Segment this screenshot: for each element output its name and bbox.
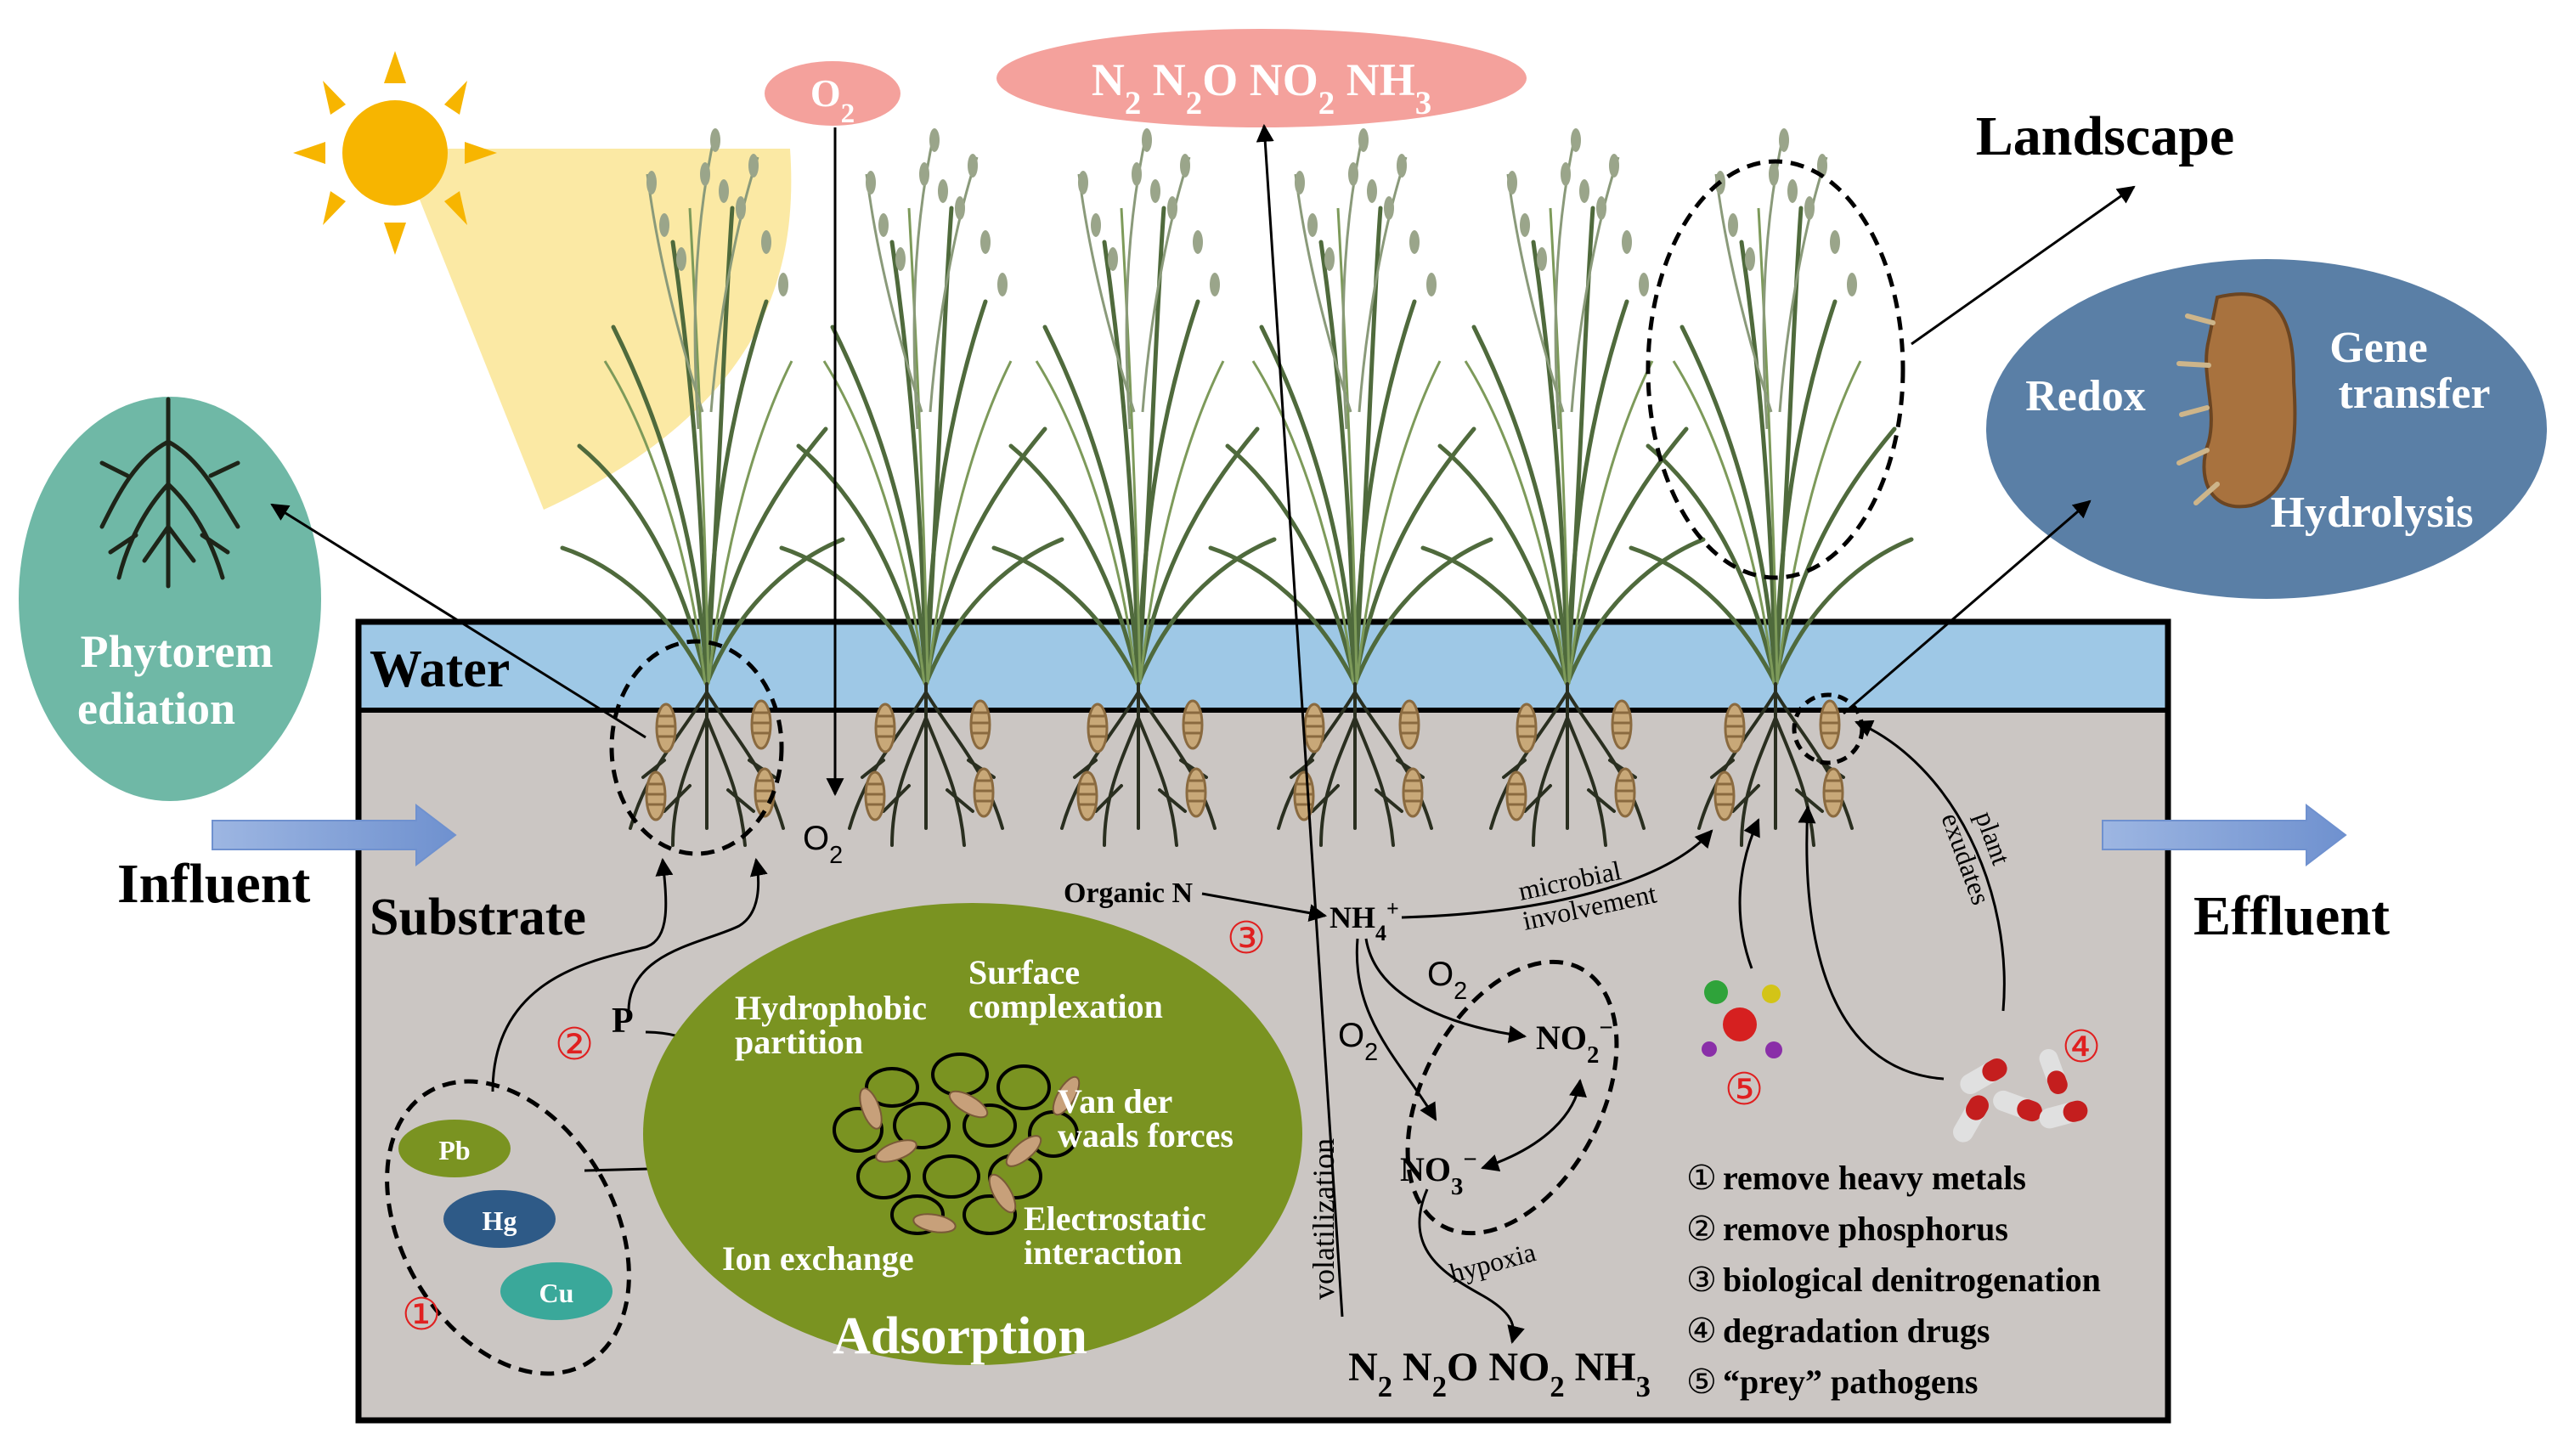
gene-transfer-label-1: Gene (2329, 324, 2428, 372)
phytoremediation-label-2: ediation (77, 683, 235, 734)
arrow-to-microbe (1843, 499, 2092, 715)
ion-exchange-label: Ion exchange (722, 1239, 914, 1278)
o2-bubble-label: O2 (810, 71, 855, 129)
surface-label-2: complexation (968, 987, 1163, 1025)
adsorption-circle (643, 903, 1302, 1365)
bacteria-particles (859, 1075, 1081, 1233)
gene-transfer-label-2: transfer (2338, 370, 2490, 418)
arrow-volatilization-up (1256, 123, 1344, 1318)
electrostatic-label-2: interaction (1024, 1233, 1183, 1272)
pathogen-icons (1702, 980, 1782, 1058)
pb-ion (398, 1120, 511, 1177)
nitrogen-cycle-highlight (1405, 959, 1619, 1236)
pb-label: Pb (438, 1135, 470, 1165)
phosphorus-label: P (612, 1002, 634, 1041)
phytoremediation-bubble (19, 397, 321, 801)
microbe-icon (2176, 292, 2297, 509)
legend-item: biological denitrogenation (1723, 1261, 2101, 1299)
tank-outline (355, 618, 2171, 1424)
adsorption-title: Adsorption (833, 1307, 1087, 1365)
redox-label: Redox (2025, 372, 2146, 420)
root-zone-highlight (609, 639, 784, 856)
gas-emission-bubble (996, 29, 1527, 127)
arrow-drugs-up (1798, 804, 1945, 1081)
marker-2: ② (555, 1019, 595, 1070)
o2-bubble (765, 61, 900, 126)
sun-icon (293, 51, 497, 255)
no2-label: NO2− (1536, 1014, 1613, 1069)
vdw-label-1: Van der (1058, 1082, 1172, 1120)
arrow-metals-to-roots (491, 857, 674, 1092)
sunlight-beam (399, 149, 792, 510)
arrow-to-landscape (1911, 185, 2136, 346)
vdw-label-2: waals forces (1058, 1116, 1234, 1154)
water-label: Water (370, 641, 510, 698)
volatilization-label: volatilization (1307, 1138, 1341, 1300)
arrow-exudates (1855, 720, 2006, 1012)
organic-n-label: Organic N (1064, 878, 1193, 909)
nh4-label: NH4+ (1329, 896, 1399, 945)
marker-1: ① (402, 1290, 442, 1340)
o2-substrate-label: O2 (803, 820, 843, 869)
gas-emission-label: N2 N2O NO2 NH3 (1092, 54, 1431, 121)
legend-number: ⑤ (1686, 1363, 1717, 1402)
arrow-to-phytoremediation (270, 503, 646, 739)
metals-highlight (385, 1079, 631, 1376)
arrow-organic-to-nh4 (1201, 892, 1328, 922)
legend-number: ④ (1686, 1312, 1717, 1351)
legend-item: remove heavy metals (1723, 1159, 2026, 1197)
hydrolysis-label: Hydrolysis (2271, 488, 2474, 537)
arrow-nh4-to-no2 (1364, 938, 1527, 1043)
o2-label-a: O2 (1427, 956, 1467, 1005)
electrostatic-label-1: Electrostatic (1024, 1199, 1206, 1238)
arrow-nh4-to-no3 (1355, 938, 1437, 1121)
legend-item: “prey” pathogens (1723, 1363, 1978, 1401)
no3-label: NO3− (1400, 1146, 1477, 1200)
hg-label: Hg (483, 1205, 517, 1236)
landscape-label: Landscape (1976, 105, 2234, 167)
surface-label-1: Surface (968, 953, 1080, 991)
arrow-no2-no3 (1481, 1078, 1587, 1171)
hydrophobic-label-2: partition (735, 1023, 863, 1061)
effluent-label: Effluent (2193, 885, 2390, 947)
o2-label-b: O2 (1338, 1017, 1378, 1066)
legend-number: ① (1686, 1159, 1717, 1198)
phytoremediation-label-1: Phytorem (81, 626, 274, 677)
cu-ion (500, 1262, 613, 1320)
legend-item: degradation drugs (1723, 1312, 1990, 1350)
landscape-highlight (1646, 159, 1905, 580)
legend-number: ③ (1686, 1261, 1717, 1300)
hydrophobic-label-1: Hydrophobic (735, 989, 927, 1027)
arrow-nh4-microbial (1401, 829, 1713, 919)
influent-arrow (212, 803, 457, 867)
substrate-label: Substrate (370, 889, 586, 946)
marker-5: ⑤ (1725, 1064, 1764, 1115)
water-layer (358, 622, 2168, 710)
marker-4: ④ (2062, 1022, 2102, 1073)
legend-number: ② (1686, 1210, 1717, 1249)
legend-item: remove phosphorus (1723, 1210, 2008, 1248)
pill-icons (1953, 1048, 2088, 1143)
arrow-p-to-roots (627, 857, 768, 1012)
arrow-pathogens-up (1738, 818, 1760, 969)
hg-ion (443, 1190, 556, 1248)
arrow-hypoxia (1418, 1188, 1525, 1345)
effluent-arrow (2102, 803, 2347, 867)
marker-3: ③ (1227, 913, 1267, 964)
root-icon (99, 397, 240, 589)
nitrogen-products-label: N2 N2O NO2 NH3 (1348, 1345, 1651, 1403)
influent-label: Influent (117, 853, 310, 915)
cu-label: Cu (539, 1278, 574, 1308)
